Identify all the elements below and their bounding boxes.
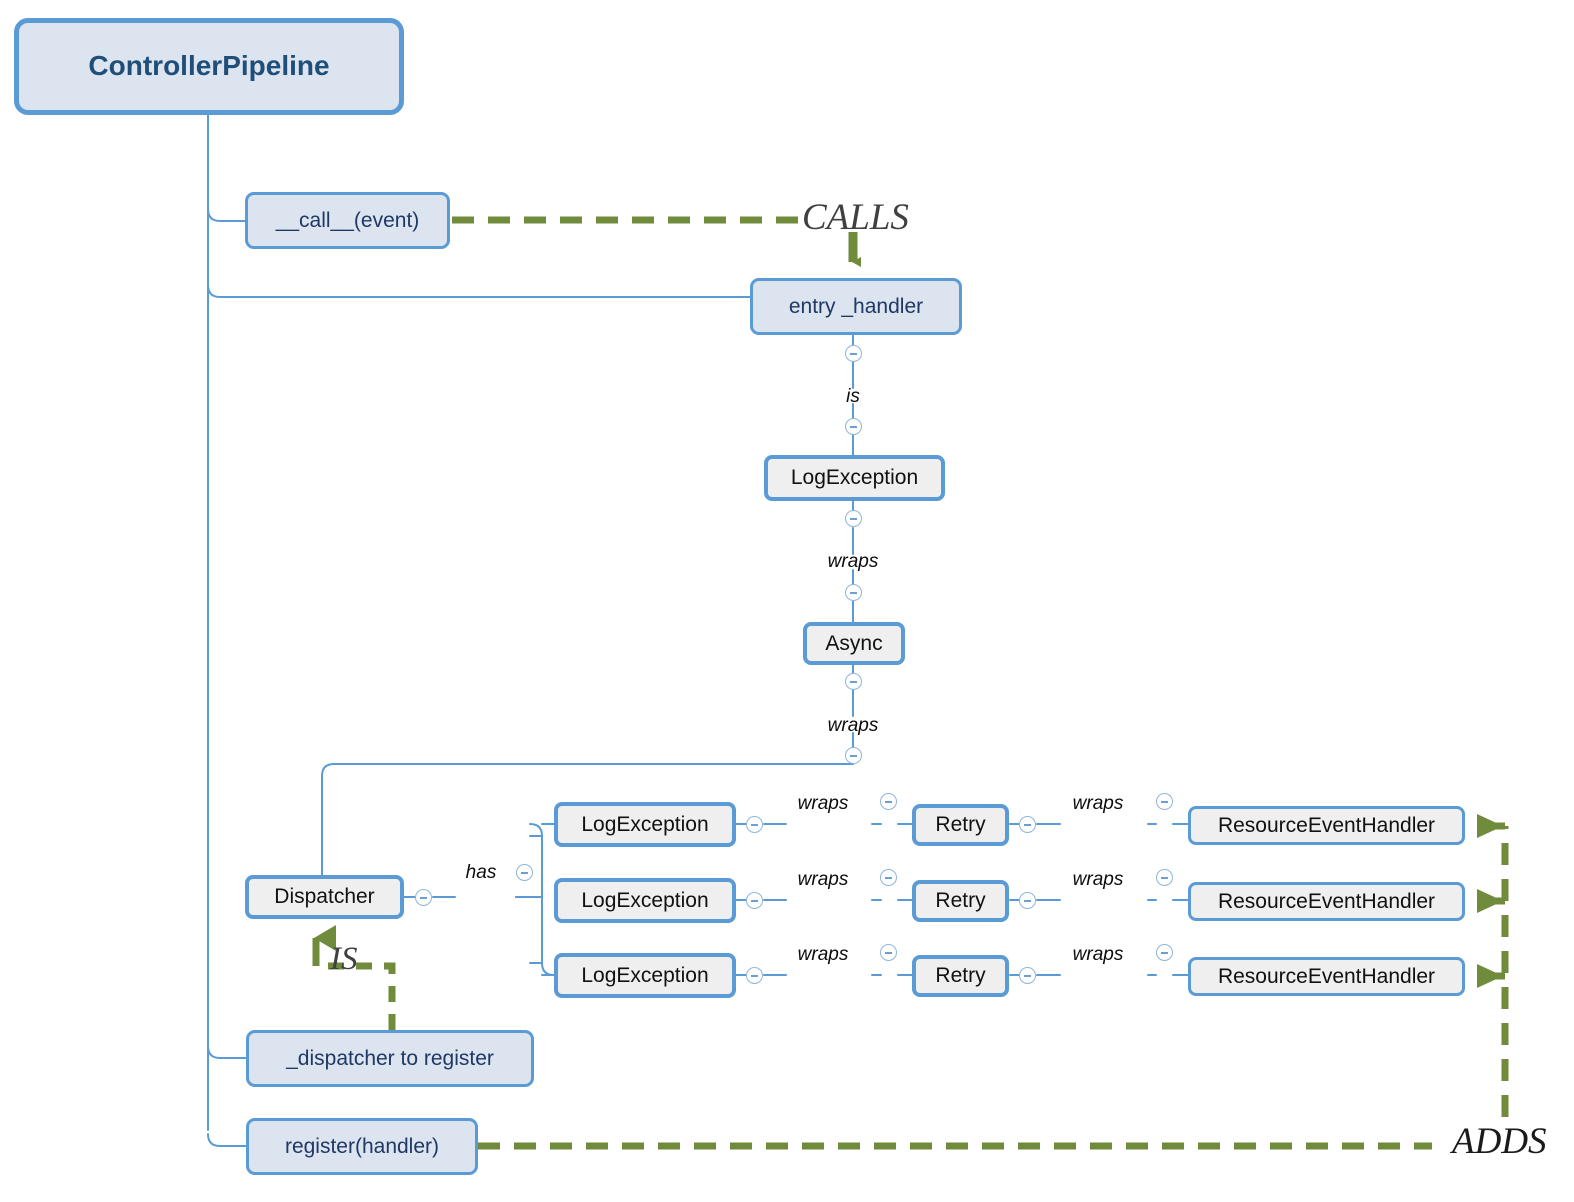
node-label: Dispatcher bbox=[274, 885, 375, 909]
collapse-toggle-log-exception-1[interactable] bbox=[746, 816, 763, 833]
collapse-toggle-log-exception-2[interactable] bbox=[746, 892, 763, 909]
node-label: ResourceEventHandler bbox=[1217, 964, 1436, 988]
node-resource-event-handler-3[interactable]: ResourceEventHandler bbox=[1188, 957, 1465, 996]
relation-text: wraps bbox=[797, 944, 849, 965]
node-label: Retry bbox=[935, 964, 986, 988]
node-label: entry _handler bbox=[788, 294, 924, 318]
relation-text: wraps bbox=[827, 551, 879, 572]
node-register-handler[interactable]: register(handler) bbox=[246, 1118, 478, 1175]
relation-text: wraps bbox=[1072, 944, 1124, 965]
collapse-toggle-log-exception-main[interactable] bbox=[845, 510, 862, 527]
node-label: LogException bbox=[581, 888, 709, 912]
collapse-toggle-is[interactable] bbox=[845, 418, 862, 435]
relation-label-wraps-r3-left: wraps bbox=[798, 944, 849, 966]
collapse-toggle-wraps-r1-right[interactable] bbox=[1156, 793, 1173, 810]
node-label: _dispatcher to register bbox=[286, 1046, 494, 1070]
relation-label-wraps-r3-right: wraps bbox=[1073, 944, 1124, 966]
node-label: Async bbox=[825, 631, 883, 655]
collapse-toggle-has[interactable] bbox=[516, 864, 533, 881]
relation-text: is bbox=[846, 386, 860, 407]
node-label: Retry bbox=[935, 889, 986, 913]
node-retry-1[interactable]: Retry bbox=[912, 804, 1009, 846]
relation-text: has bbox=[465, 862, 497, 883]
relation-label-wraps-r1-left: wraps bbox=[798, 793, 849, 815]
collapse-toggle-dispatcher[interactable] bbox=[415, 889, 432, 906]
relation-text: wraps bbox=[1072, 793, 1124, 814]
relation-text: IS bbox=[330, 941, 358, 977]
node-resource-event-handler-2[interactable]: ResourceEventHandler bbox=[1188, 882, 1465, 921]
relation-label-has: has bbox=[466, 862, 497, 884]
node-log-exception-1[interactable]: LogException bbox=[554, 802, 736, 847]
node-async[interactable]: Async bbox=[803, 622, 905, 665]
collapse-toggle-log-exception-3[interactable] bbox=[746, 967, 763, 984]
relation-caption-is: IS bbox=[330, 941, 358, 978]
node-label: LogException bbox=[790, 466, 919, 490]
node-label: register(handler) bbox=[284, 1134, 440, 1158]
collapse-toggle-wraps-r1-left[interactable] bbox=[880, 793, 897, 810]
node-dispatcher[interactable]: Dispatcher bbox=[245, 875, 404, 919]
relation-text: wraps bbox=[797, 869, 849, 890]
relation-text: wraps bbox=[827, 715, 879, 736]
node-log-exception-main[interactable]: LogException bbox=[764, 455, 945, 501]
relation-label-wraps-r2-left: wraps bbox=[798, 869, 849, 891]
node-dispatcher-to-register[interactable]: _dispatcher to register bbox=[246, 1030, 534, 1087]
collapse-toggle-wraps-r2-right[interactable] bbox=[1156, 869, 1173, 886]
relation-text: wraps bbox=[1072, 869, 1124, 890]
collapse-toggle-async[interactable] bbox=[845, 673, 862, 690]
node-controller-pipeline[interactable]: ControllerPipeline bbox=[14, 18, 404, 115]
relation-text: CALLS bbox=[802, 197, 909, 238]
relation-label-wraps-1: wraps bbox=[828, 551, 879, 573]
node-label: ControllerPipeline bbox=[88, 50, 330, 82]
relation-text: wraps bbox=[797, 793, 849, 814]
relation-label-wraps-2: wraps bbox=[828, 715, 879, 737]
node-entry-handler[interactable]: entry _handler bbox=[750, 278, 962, 335]
relation-text: ADDS bbox=[1452, 1121, 1547, 1162]
collapse-toggle-retry-2[interactable] bbox=[1019, 892, 1036, 909]
node-log-exception-3[interactable]: LogException bbox=[554, 953, 736, 998]
collapse-toggle-wraps-1[interactable] bbox=[845, 584, 862, 601]
node-label: LogException bbox=[581, 812, 709, 836]
collapse-toggle-retry-1[interactable] bbox=[1019, 816, 1036, 833]
node-resource-event-handler-1[interactable]: ResourceEventHandler bbox=[1188, 806, 1465, 845]
relation-caption-adds: ADDS bbox=[1452, 1120, 1547, 1163]
node-label: LogException bbox=[581, 963, 709, 987]
collapse-toggle-wraps-r3-left[interactable] bbox=[880, 944, 897, 961]
collapse-toggle-wraps-2[interactable] bbox=[845, 747, 862, 764]
collapse-toggle-wraps-r2-left[interactable] bbox=[880, 869, 897, 886]
relation-label-wraps-r2-right: wraps bbox=[1073, 869, 1124, 891]
node-label: __call__(event) bbox=[275, 208, 420, 232]
relation-label-wraps-r1-right: wraps bbox=[1073, 793, 1124, 815]
node-call-event[interactable]: __call__(event) bbox=[245, 192, 450, 249]
relation-caption-calls: CALLS bbox=[802, 196, 909, 239]
collapse-toggle-retry-3[interactable] bbox=[1019, 967, 1036, 984]
collapse-toggle-wraps-r3-right[interactable] bbox=[1156, 944, 1173, 961]
relation-label-is: is bbox=[846, 386, 860, 408]
node-retry-2[interactable]: Retry bbox=[912, 880, 1009, 922]
node-label: Retry bbox=[935, 813, 986, 837]
node-log-exception-2[interactable]: LogException bbox=[554, 878, 736, 923]
node-label: ResourceEventHandler bbox=[1217, 813, 1436, 837]
node-label: ResourceEventHandler bbox=[1217, 889, 1436, 913]
node-retry-3[interactable]: Retry bbox=[912, 955, 1009, 997]
collapse-toggle-entry-handler[interactable] bbox=[845, 345, 862, 362]
